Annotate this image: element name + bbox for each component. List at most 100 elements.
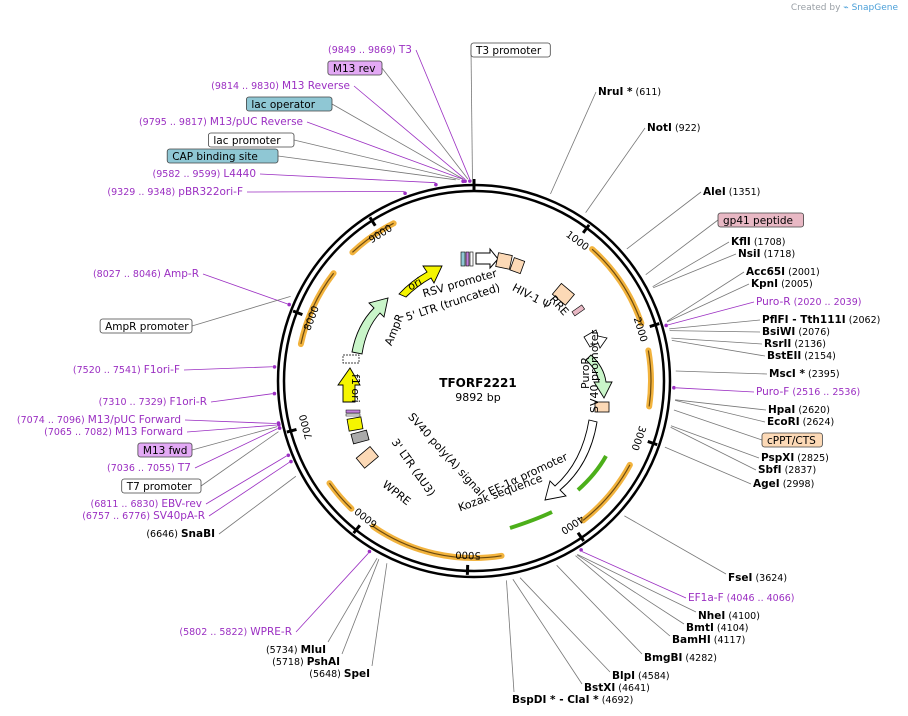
tick-mark-7000	[286, 427, 297, 434]
bottom-label-fsei: FseI (3624)	[728, 572, 787, 584]
ef1a-segment	[576, 455, 608, 492]
wpre-box	[355, 446, 379, 469]
left-label-lac-promoter-text: lac promoter	[213, 135, 281, 147]
leader-line	[671, 337, 763, 345]
right-label-bsteii-name: BstEII	[767, 350, 801, 362]
ltr5-box	[495, 252, 513, 270]
primer-site-marker	[272, 365, 277, 369]
left-label-m13-reverse-name: M13 Reverse	[282, 80, 350, 92]
cppt-box	[594, 401, 610, 413]
label-f1-ori: f1 ori	[349, 374, 362, 403]
right-label-acc65i-num: (2001)	[785, 267, 820, 278]
left-label-ampr-promoter-box	[99, 318, 193, 334]
left-label-l4440-name: L4440	[223, 168, 256, 180]
bottom-label-bmgbi: BmgBI (4282)	[644, 652, 717, 664]
puror-arrow	[585, 354, 613, 399]
right-label-pspxi-name: PspXI	[761, 452, 794, 464]
leader-line	[582, 551, 687, 599]
left-label-m13-puc-forward: (7074 .. 7096) M13/pUC Forward	[17, 414, 181, 426]
bottom-label-ef1a-f-name: EF1a-F	[688, 592, 724, 604]
right-label-acc65i: Acc65I (2001)	[746, 266, 820, 278]
left-label-m13-fwd-text: M13 fwd	[143, 445, 188, 457]
right-label-pflfi-num: (2062)	[846, 315, 881, 326]
bottom-label-bmti-name: BmtI	[686, 622, 714, 634]
gp41-box	[571, 304, 586, 317]
leader-line	[202, 273, 288, 305]
primer-site-marker	[434, 182, 438, 187]
leader-line	[205, 455, 287, 505]
left-label-m13-rev: M13 rev	[327, 60, 383, 76]
left-label-t7-promoter: T7 promoter	[121, 478, 202, 494]
ampr-promoter-box	[342, 354, 360, 364]
right-label-agei: AgeI (2998)	[753, 478, 814, 490]
primer-site-marker	[672, 385, 676, 390]
left-label-ebv-rev-name: EBV-rev	[161, 498, 202, 510]
primer-site-marker	[277, 426, 282, 430]
right-label-hpai: HpaI (2620)	[768, 404, 830, 416]
leader-line	[669, 330, 761, 333]
tick-mark-3000	[647, 440, 658, 447]
left-label-f1ori-r-range: (7310 .. 7329)	[99, 397, 170, 408]
bottom-label-bmgbi-num: (4282)	[682, 653, 717, 664]
bottom-label-bspdi--num: (4692)	[599, 695, 634, 706]
left-label-m13-puc-reverse: (9795 .. 9817) M13/pUC Reverse	[139, 116, 303, 128]
right-label-pflfi-name: PflFI	[762, 314, 789, 326]
right-label-pflfi-sep: -	[789, 314, 801, 326]
leader-line	[550, 91, 597, 195]
t7-stripe	[345, 413, 361, 417]
leader-line	[675, 387, 755, 393]
f1-ori-arrow	[337, 367, 361, 403]
label-ampr: AmpR	[382, 312, 406, 348]
feature-arc-core-0	[591, 248, 642, 324]
tick-label-3000: 3000	[628, 424, 647, 452]
leader-line	[577, 554, 697, 613]
left-label-sv40pa-r: (6757 .. 6776) SV40pA-R	[82, 510, 205, 522]
leader-line	[675, 399, 767, 411]
plasmid-length: 9892 bp	[455, 391, 500, 404]
leader-line	[191, 295, 291, 327]
tick-label-1000: 1000	[563, 229, 590, 253]
leader-line	[371, 563, 388, 667]
feature-arc-core-3	[372, 525, 502, 559]
bottom-label-pshai-num: (5718)	[272, 657, 307, 668]
bottom-label-mlui-num: (5734)	[266, 645, 301, 656]
tick-label-9000: 9000	[367, 223, 394, 246]
tick-mark-4000	[576, 531, 585, 542]
ef1a-promoter-arrow	[544, 419, 598, 501]
left-label-lac-promoter: lac promoter	[207, 132, 295, 148]
ampr-arrow	[351, 297, 389, 355]
label-sv40-promoter: SV40 promoter	[588, 329, 601, 413]
leader-line	[675, 370, 768, 375]
leader-line	[246, 190, 405, 193]
bottom-label-bamhi-name: BamHI	[672, 634, 711, 646]
leader-line	[381, 67, 469, 180]
bottom-label-blpi-num: (4584)	[635, 671, 670, 682]
leader-line	[295, 552, 369, 633]
left-label-m13-forward-name: M13 Forward	[115, 426, 183, 438]
right-label-cppt-cts: cPPT/CTS	[761, 432, 823, 448]
right-label-sbfi-name: SbfI	[758, 464, 782, 476]
leader-line	[184, 419, 277, 424]
leader-line	[556, 565, 643, 655]
left-label-cap-binding-site: CAP binding site	[166, 148, 279, 164]
rre-box	[551, 282, 575, 306]
right-label-puro-f-name: Puro-F	[756, 386, 789, 398]
left-label-l4440: (9582 .. 9599) L4440	[153, 168, 256, 180]
leader-line	[353, 85, 466, 180]
leader-line	[331, 103, 464, 180]
right-label-alei-num: (1351)	[726, 187, 761, 198]
left-label-m13-forward-range: (7065 .. 7082)	[44, 427, 115, 438]
right-label-gp41-peptide: gp41 peptide	[717, 212, 804, 228]
left-label-m13-rev-box	[327, 60, 383, 76]
right-label-msci--num: (2395)	[805, 369, 840, 380]
tick-mark-2000	[649, 322, 660, 328]
left-label-m13-rev-text: M13 rev	[333, 63, 376, 75]
leader-line	[653, 253, 737, 289]
left-label-pbr322ori-f-name: pBR322ori-F	[178, 186, 243, 198]
right-label-agei-num: (2998)	[780, 479, 815, 490]
feature-arc-core-4	[328, 482, 352, 510]
right-label-msci--name: MscI *	[769, 368, 805, 380]
left-label-ampr-promoter-text: AmpR promoter	[105, 321, 189, 333]
right-label-pspxi-num: (2825)	[794, 453, 829, 464]
primer-site-marker	[461, 179, 465, 184]
